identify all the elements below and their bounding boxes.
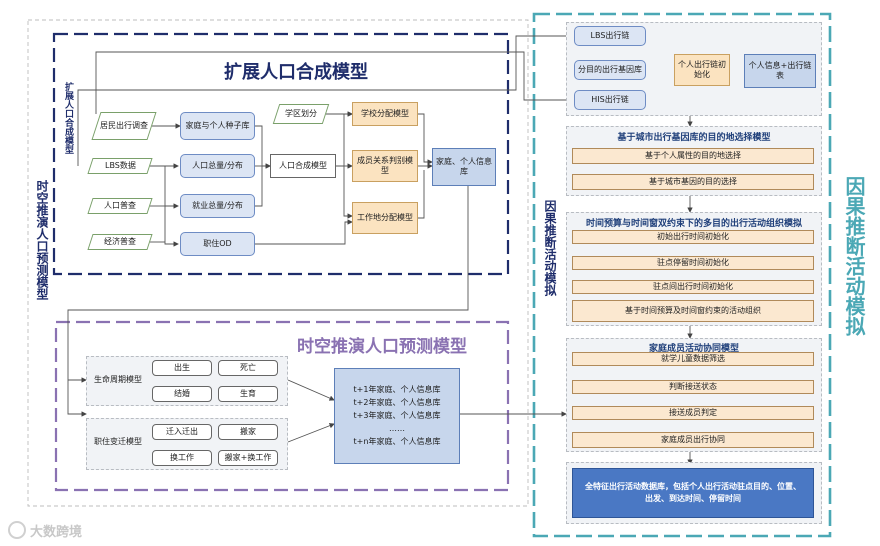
- edge-lbs-od: [164, 206, 179, 247]
- node-fertility: 生育: [218, 386, 278, 402]
- edge-survey-his: [95, 51, 573, 114]
- node-relation: 成员关系判别模型: [352, 150, 418, 182]
- watermark-text: 大数跨境: [30, 524, 83, 540]
- edge-job-db: [287, 423, 335, 443]
- organize-item: 初始出行时间初始化: [572, 230, 814, 244]
- edge-lbs-job: [164, 166, 179, 209]
- edge-seed-model: [255, 125, 271, 169]
- dest-item: 基于个人属性的目的地选择: [572, 148, 814, 164]
- edge-work-db: [418, 170, 425, 219]
- node-death: 死亡: [218, 360, 278, 376]
- node-marriage: 结婚: [152, 386, 212, 402]
- node-chain-init: 个人出行链初始化: [674, 54, 730, 86]
- life-cycle-label: 生命周期模型: [94, 375, 142, 384]
- job-move-label: 职住变迁模型: [94, 437, 142, 446]
- edge-life-db: [287, 379, 335, 401]
- outer-left-frame: [27, 19, 529, 507]
- forecast-db-line: t+3年家庭、个人信息库: [353, 411, 441, 420]
- node-od: 职住OD: [180, 232, 255, 256]
- causal-side-label: 因果推断活动模拟: [543, 200, 557, 296]
- edge-lbs-chain: [77, 33, 573, 166]
- node-his-chain: HIS出行链: [574, 90, 646, 110]
- organize-item: 驻点间出行时间初始化: [572, 280, 814, 294]
- node-change-job: 换工作: [152, 450, 212, 466]
- family-item: 就学儿童数据筛选: [572, 352, 814, 366]
- input-census: 人口普查: [87, 198, 153, 214]
- node-move: 搬家: [218, 424, 278, 440]
- family-panel-title: 家庭成员活动协同模型: [648, 344, 739, 354]
- node-seed: 家庭与个人种子库: [180, 112, 255, 140]
- predict-frame-title: 时空推演人口预测模型: [297, 337, 467, 357]
- family-item: 接送成员判定: [572, 406, 814, 420]
- causal-big-title: 因果推断活动模拟: [842, 176, 866, 336]
- node-hh-db: 家庭、个人信息库: [432, 148, 496, 186]
- forecast-db-line: t+1年家庭、个人信息库: [353, 385, 441, 394]
- node-synth-model: 人口合成模型: [270, 154, 336, 178]
- expand-frame-title: 扩展人口合成模型: [224, 62, 368, 83]
- forecast-db-box: t+1年家庭、个人信息库 t+2年家庭、个人信息库 t+3年家庭、个人信息库 ……: [334, 368, 460, 464]
- input-lbs: LBS数据: [87, 158, 153, 174]
- node-district: 学区划分: [272, 104, 330, 124]
- input-survey: 居民出行调查: [91, 112, 157, 140]
- family-item: 家庭成员出行协同: [572, 432, 814, 448]
- node-lbs-chain: LBS出行链: [574, 26, 646, 46]
- edge-job-model: [255, 166, 263, 207]
- node-info-table: 个人信息+出行链表: [744, 54, 816, 88]
- node-job-dist: 就业总量/分布: [180, 194, 255, 218]
- predict-frame: [54, 320, 510, 492]
- input-economic: 经济普查: [87, 234, 153, 250]
- organize-panel-title: 时间预算与时间窗双约束下的多目的出行活动组织模拟: [585, 219, 802, 229]
- edge-school-db: [418, 113, 433, 165]
- forecast-db-line: t+n年家庭、个人信息库: [353, 437, 441, 446]
- node-final-db: 全特征出行活动数据库，包括个人出行活动驻点目的、位置、出发、到达时间、停留时间: [572, 468, 814, 518]
- edge-od-work: [255, 219, 353, 245]
- node-purpose-gene: 分目的出行基因库: [574, 60, 646, 80]
- family-item: 判断接送状态: [572, 380, 814, 394]
- dest-panel-title: 基于城市出行基因库的目的地选择模型: [617, 133, 771, 143]
- node-pop-dist: 人口总量/分布: [180, 154, 255, 178]
- dest-item: 基于城市基因的目的选择: [572, 174, 814, 190]
- edge-model-school: [336, 111, 353, 167]
- organize-item: 驻点停留时间初始化: [572, 256, 814, 270]
- expand-side-label: 扩展人口合成模型: [63, 82, 73, 154]
- watermark-logo-icon: [8, 521, 26, 539]
- edge-db-predict: [67, 186, 469, 417]
- causal-frame: [532, 12, 832, 538]
- node-birth: 出生: [152, 360, 212, 376]
- expand-frame: [52, 32, 510, 276]
- node-migrate: 迁入迁出: [152, 424, 212, 440]
- forecast-db-line: t+2年家庭、个人信息库: [353, 398, 441, 407]
- forecast-db-line: ……: [389, 424, 405, 433]
- node-work: 工作地分配模型: [352, 202, 418, 234]
- predict-side-label: 时空推演人口预测模型: [35, 180, 49, 300]
- node-school: 学校分配模型: [352, 102, 418, 126]
- edge-model-work: [343, 166, 353, 219]
- organize-item: 基于时间预算及时间窗约束的活动组织: [572, 300, 814, 322]
- node-move-change: 搬家+换工作: [218, 450, 278, 466]
- watermark-logo: 大数跨境: [8, 520, 98, 540]
